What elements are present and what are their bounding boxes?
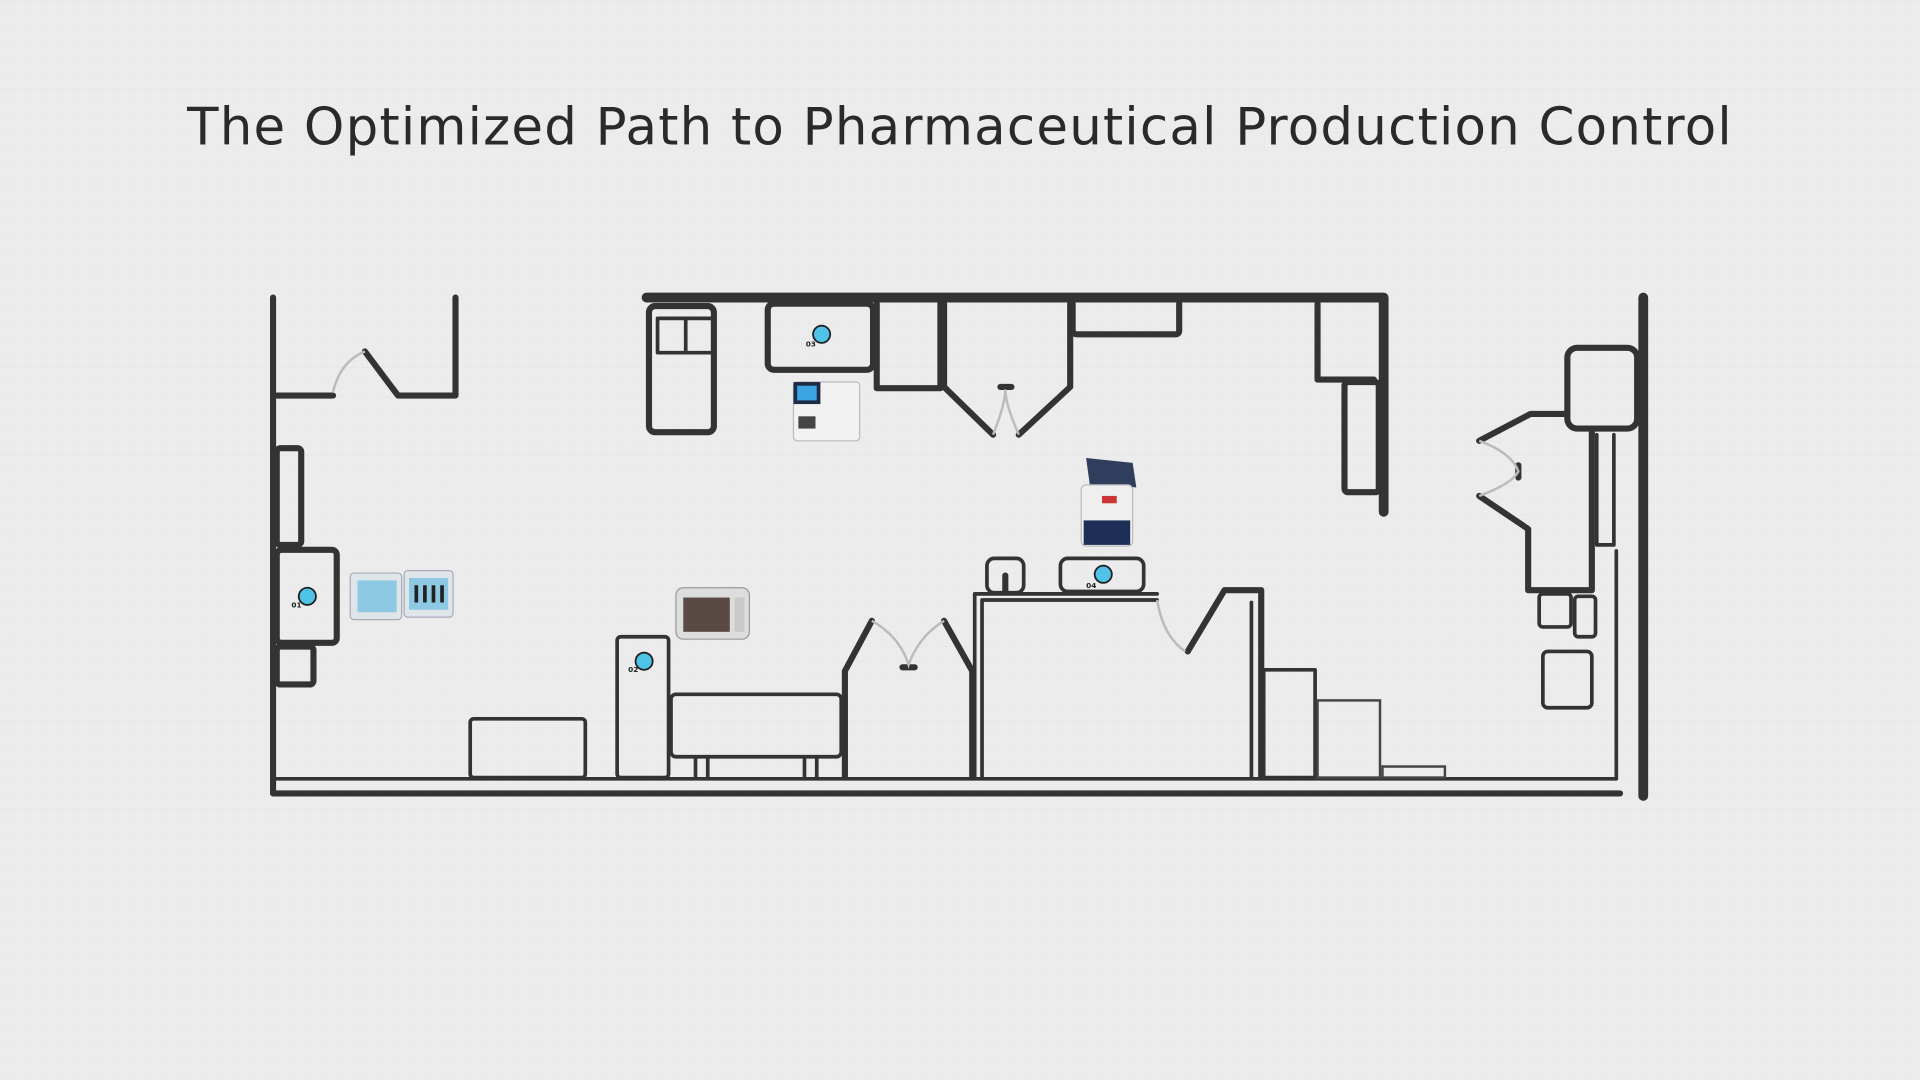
floor-plan: [270, 292, 1649, 801]
bench-01: [273, 546, 340, 646]
device-04-illustration: [1080, 457, 1137, 547]
device-03-illustration: [792, 381, 861, 442]
box: [1537, 592, 1573, 629]
device-02-illustration: [675, 587, 750, 640]
bench-04: [1058, 556, 1146, 594]
cabinet: [873, 300, 944, 392]
bench-03: [764, 300, 877, 373]
shelf: [1069, 300, 1183, 338]
marker-label: 01: [291, 600, 301, 609]
marker-label: 02: [628, 665, 638, 674]
bench-02: [615, 634, 671, 780]
marker-02[interactable]: 02: [628, 651, 654, 675]
marker-label: 04: [1086, 581, 1096, 590]
marker-03[interactable]: 03: [806, 324, 832, 349]
room-right: [1476, 410, 1595, 594]
device-01-illustration: [349, 570, 454, 621]
table: [468, 716, 588, 780]
step: [1316, 699, 1382, 779]
door-arc: [991, 389, 1020, 436]
box: [1541, 649, 1594, 710]
door-arc: [1478, 439, 1520, 498]
door-arc: [871, 619, 945, 669]
cabinet-left-small: [273, 643, 317, 688]
marker-04[interactable]: 04: [1086, 564, 1113, 590]
cabinet-vertical: [1594, 432, 1616, 547]
counter: [972, 592, 1159, 780]
room-top-left: [361, 294, 459, 399]
page-title: The Optimized Path to Pharmaceutical Pro…: [186, 97, 1733, 157]
wall-top: [641, 292, 1389, 517]
wall-left-bottom: [270, 294, 1624, 797]
marker-label: 03: [806, 340, 816, 349]
cabinet-far-right: [1564, 344, 1641, 432]
cabinet-drawer: [655, 316, 716, 355]
sofa: [669, 692, 844, 759]
step: [1261, 667, 1317, 780]
door-arc: [331, 350, 366, 393]
step: [1381, 765, 1447, 779]
counter-right: [1184, 587, 1265, 781]
cabinet: [645, 303, 717, 436]
cabinet-left: [273, 445, 305, 548]
box: [1572, 594, 1598, 639]
cabinet-right-tall: [1341, 378, 1382, 496]
wall-inner-bottom: [274, 549, 1619, 781]
door-arc: [1155, 599, 1187, 653]
marker-01[interactable]: 01: [291, 586, 317, 610]
sofa-legs: [693, 754, 819, 780]
double-door-bottom: [841, 617, 976, 781]
